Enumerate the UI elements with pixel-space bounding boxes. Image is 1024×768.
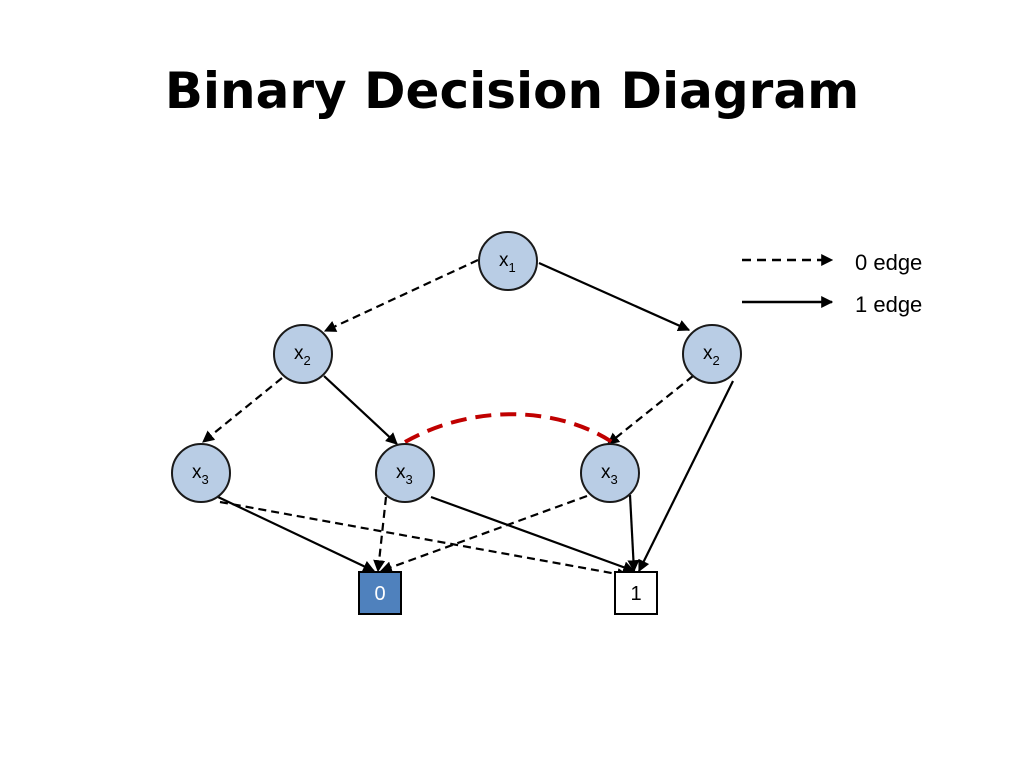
nodes-layer: x1 x2 x2 x3 x3 x3 0 1 bbox=[171, 231, 742, 615]
node-circle bbox=[171, 443, 231, 503]
node-x3-b: x3 bbox=[375, 443, 435, 503]
merge-highlight-arc bbox=[404, 412, 614, 444]
edge-1-x3-c-to-terminal-1 bbox=[627, 494, 640, 573]
edge-0-x2-left-to-x3-a bbox=[202, 377, 283, 443]
node-x2-right: x2 bbox=[682, 324, 742, 384]
node-label: x3 bbox=[601, 462, 618, 487]
terminal-0: 0 bbox=[358, 571, 402, 615]
terminal-label: 0 bbox=[374, 583, 385, 605]
node-x3-a: x3 bbox=[171, 443, 231, 503]
node-label: x1 bbox=[499, 250, 516, 275]
edge-0-x2-right-to-x3-c bbox=[607, 375, 694, 445]
node-circle bbox=[478, 231, 538, 291]
edge-1-x3-b-to-terminal-1 bbox=[430, 495, 636, 573]
terminal-box bbox=[614, 571, 658, 615]
edge-0-x3-b-to-terminal-0 bbox=[373, 496, 388, 573]
edge-1-x1-root-to-x2-right bbox=[538, 261, 691, 332]
node-circle bbox=[580, 443, 640, 503]
legend-one-edge-label: 1 edge bbox=[855, 292, 922, 317]
legend-zero-edge-label: 0 edge bbox=[855, 250, 922, 275]
node-x1-root: x1 bbox=[478, 231, 538, 291]
edge-1-x2-right-to-terminal-1 bbox=[638, 380, 734, 573]
terminal-label: 1 bbox=[630, 583, 641, 605]
node-x3-c: x3 bbox=[580, 443, 640, 503]
node-x2-left: x2 bbox=[273, 324, 333, 384]
node-label: x3 bbox=[192, 462, 209, 487]
node-circle bbox=[375, 443, 435, 503]
page-title: Binary Decision Diagram bbox=[164, 62, 860, 120]
edge-1-x2-left-to-x3-b bbox=[323, 375, 398, 445]
node-circle bbox=[682, 324, 742, 384]
node-label: x2 bbox=[294, 343, 311, 368]
node-circle bbox=[273, 324, 333, 384]
legend: 0 edge 1 edge bbox=[742, 250, 922, 317]
node-label: x2 bbox=[703, 343, 720, 368]
edges-layer bbox=[202, 259, 734, 580]
edge-1-x3-a-to-terminal-0 bbox=[217, 496, 376, 572]
edge-0-x1-root-to-x2-left bbox=[323, 259, 479, 332]
edge-0-x3-a-to-terminal-1 bbox=[219, 500, 630, 580]
edge-0-x3-c-to-terminal-0 bbox=[379, 494, 588, 573]
terminal-1: 1 bbox=[614, 571, 658, 615]
node-label: x3 bbox=[396, 462, 413, 487]
terminal-box bbox=[358, 571, 402, 615]
